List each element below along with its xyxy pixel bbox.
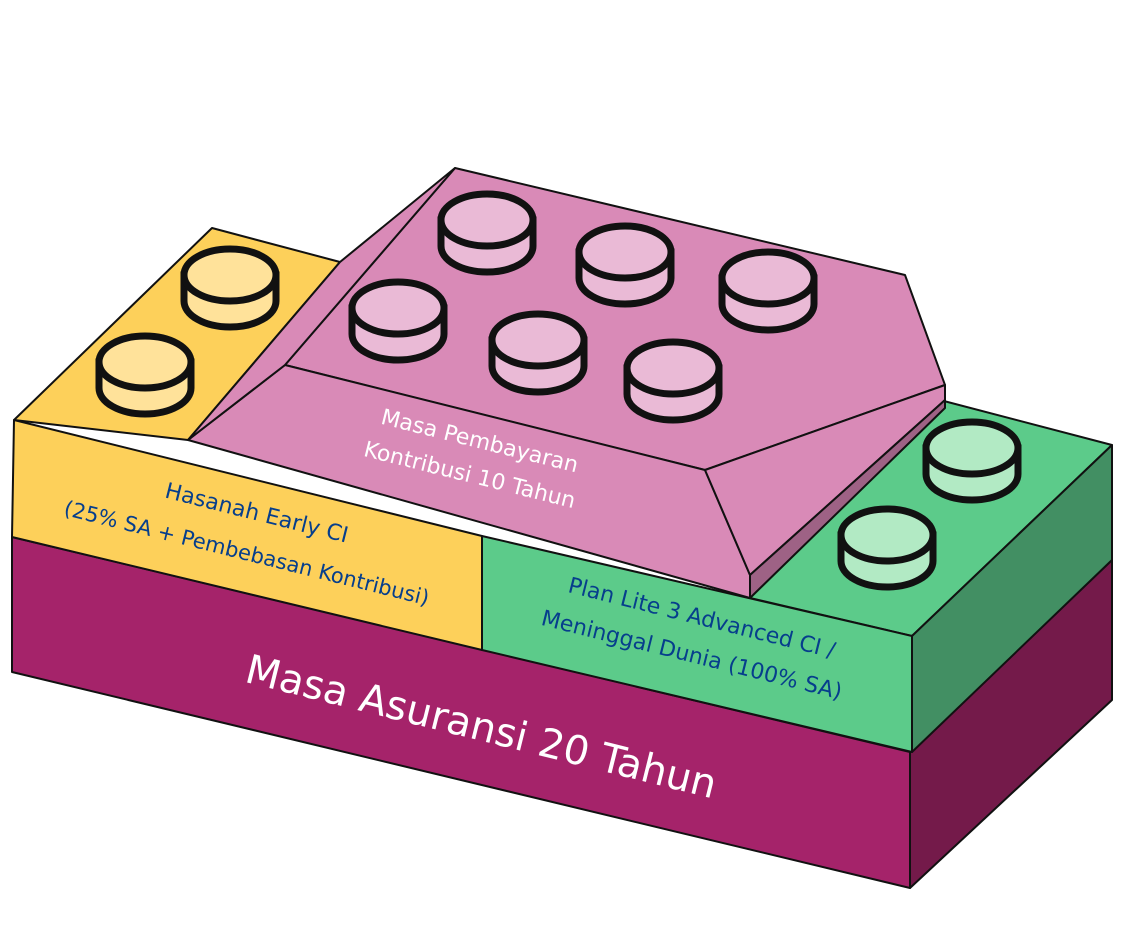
pink-stud <box>575 222 675 308</box>
pink-stud <box>437 190 537 276</box>
stud-top <box>348 278 448 338</box>
stud-top <box>180 245 280 305</box>
pink-side-face <box>749 399 946 599</box>
pink-stud <box>623 338 723 424</box>
pink-stud <box>348 278 448 364</box>
pink-stud <box>488 310 588 396</box>
stud-top <box>623 338 723 398</box>
stud-top <box>837 505 937 565</box>
stud-top <box>437 190 537 250</box>
stud-top <box>95 332 195 392</box>
green-stud <box>922 418 1022 504</box>
stud-top <box>922 418 1022 478</box>
pink-stud <box>718 248 818 334</box>
yellow-stud <box>95 332 195 418</box>
green-stud <box>837 505 937 591</box>
stud-top <box>718 248 818 308</box>
green-side-face <box>911 444 1113 753</box>
yellow-stud <box>180 245 280 331</box>
pink-left-bevel <box>187 167 456 441</box>
stud-top <box>488 310 588 370</box>
stud-top <box>575 222 675 282</box>
